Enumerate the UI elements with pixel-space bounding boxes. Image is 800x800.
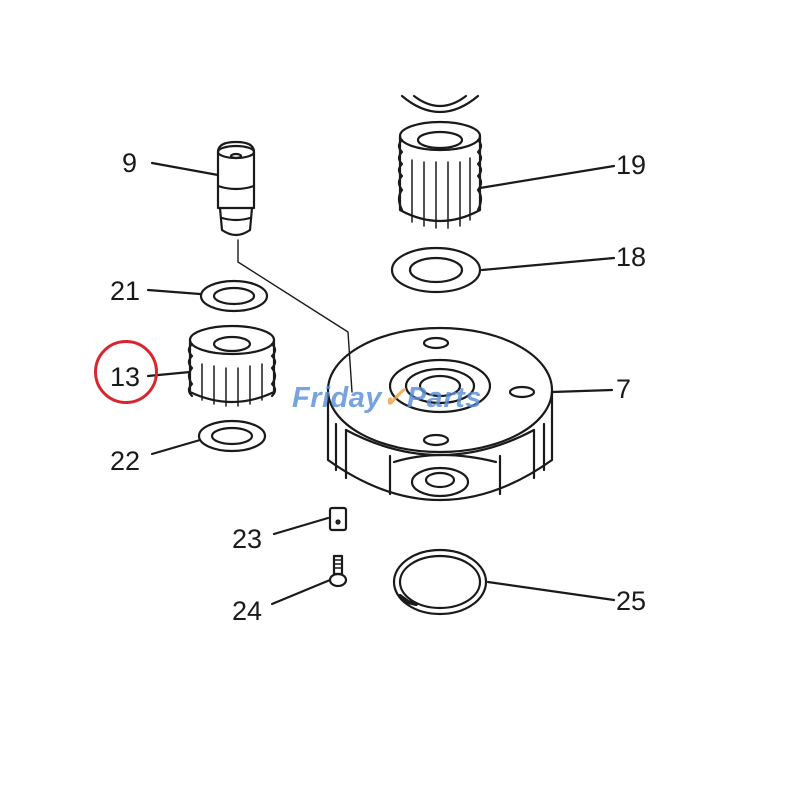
washer-part-18-icon: [390, 246, 482, 294]
watermark-text-parts: Parts: [406, 382, 482, 414]
plate-part-23-icon: [328, 506, 348, 532]
leader-line-24: [270, 578, 332, 606]
gear-part-19-icon: [397, 120, 483, 229]
part-label-24[interactable]: 24: [232, 596, 263, 626]
watermark-text-friday: Friday: [292, 382, 383, 414]
part-label-7[interactable]: 7: [616, 374, 632, 404]
part-label-21[interactable]: 21: [110, 276, 141, 306]
checkmark-icon: ✓: [382, 382, 407, 414]
part-label-13[interactable]: 13: [110, 362, 141, 392]
carrier-part-7-icon: [326, 326, 554, 501]
leader-line-19: [478, 164, 616, 190]
leader-line-9: [150, 161, 220, 177]
top-partial-part-icon: [400, 94, 480, 114]
leader-line-25: [486, 580, 616, 602]
part-label-18[interactable]: 18: [616, 242, 647, 272]
pin-part-9-icon: [216, 140, 353, 393]
part-label-25[interactable]: 25: [616, 586, 647, 616]
bolt-part-24-icon: [328, 554, 348, 588]
leader-line-7: [550, 388, 614, 394]
washer-part-22-icon: [197, 419, 267, 453]
leader-line-22: [150, 438, 202, 456]
part-label-23[interactable]: 23: [232, 524, 263, 554]
leader-line-23: [272, 516, 330, 536]
part-label-22[interactable]: 22: [110, 446, 141, 476]
leader-line-18: [480, 256, 616, 272]
part-label-19[interactable]: 19: [616, 150, 647, 180]
gear-part-13-icon: [187, 324, 277, 407]
part-label-9[interactable]: 9: [122, 148, 138, 178]
leader-line-21: [146, 288, 202, 296]
washer-part-21-icon: [199, 279, 269, 313]
snap-ring-part-25-icon: [392, 548, 488, 616]
watermark-logo: Friday✓Parts: [292, 380, 482, 415]
highlight-circle-part-13: [94, 340, 158, 404]
